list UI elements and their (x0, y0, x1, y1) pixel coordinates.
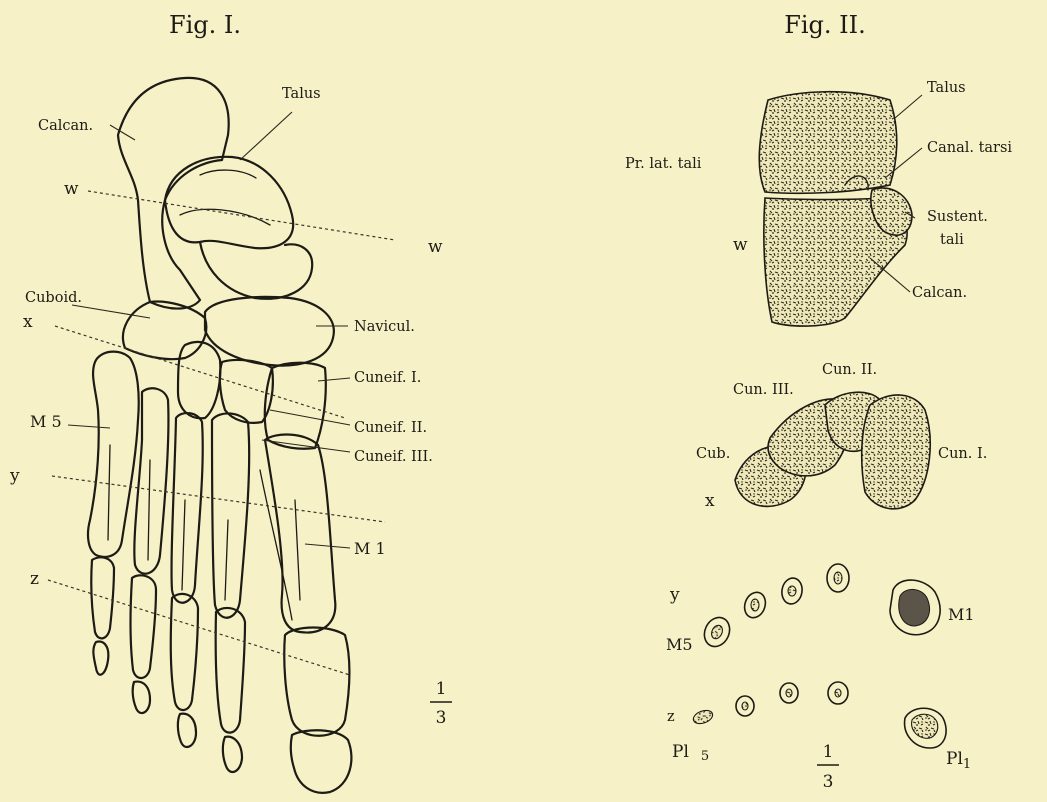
section-line-y (52, 476, 385, 522)
metatarsal-4 (134, 388, 168, 573)
label-canal-tarsi: Canal. tarsi (927, 140, 1012, 156)
label-navicul: Navicul. (354, 319, 415, 335)
section-y-metatarsals (700, 564, 940, 651)
cuneiform-3 (178, 342, 220, 418)
metatarsal-1 (265, 435, 335, 633)
label-cuneif-1: Cuneif. I. (354, 370, 421, 386)
fig2-scale: 1 3 (817, 742, 839, 792)
label-fig2-m5: M5 (666, 635, 693, 654)
label-pr-lat-tali: Pr. lat. tali (625, 156, 702, 172)
fig1-scale-denominator: 3 (436, 708, 447, 728)
label-cun-3: Cun. III. (733, 382, 794, 398)
label-fig2-z: z (667, 709, 675, 725)
label-fig2-y: y (669, 585, 680, 605)
label-fig2-x: x (705, 491, 715, 511)
label-cun-1: Cun. I. (938, 446, 987, 462)
section-x-tarsal-row (735, 392, 930, 509)
label-calcan: Calcan. (38, 118, 93, 134)
navicular-bone (205, 297, 334, 366)
cuneiform-1-section (862, 395, 930, 509)
metatarsal-3 (172, 413, 203, 603)
phalanx-2 (216, 608, 245, 772)
label-y: y (9, 466, 20, 486)
label-cuneif-2: Cuneif. II. (354, 420, 427, 436)
label-m1: M 1 (354, 539, 386, 558)
fig1-title: Fig. I. (169, 11, 241, 39)
label-fig2-talus: Talus (927, 80, 966, 96)
phalanx-4 (131, 575, 156, 713)
fig2-title: Fig. II. (784, 11, 866, 39)
label-fig2-w: w (733, 235, 748, 255)
talus-head (200, 242, 312, 299)
foot-skeleton-drawing (88, 78, 351, 793)
section-w-talus-calcaneus (759, 92, 912, 326)
metatarsal-5 (88, 352, 139, 557)
fig1-scale: 1 3 (430, 679, 452, 728)
label-fig2-m1: M1 (948, 605, 975, 624)
label-z: z (30, 569, 39, 589)
fig1-scale-numerator: 1 (436, 679, 447, 699)
label-w-left: w (64, 179, 79, 199)
label-tali: tali (940, 232, 964, 248)
calcaneus-bone (118, 78, 229, 309)
talus-section (759, 92, 897, 194)
label-cuboid: Cuboid. (25, 290, 82, 306)
phalanx-3 (171, 594, 198, 747)
section-line-x (55, 326, 345, 418)
label-pl1: Pl1 (946, 749, 971, 772)
label-w-right: w (428, 237, 443, 257)
fig1: Fig. I. (9, 11, 452, 793)
label-pl5-sub: 5 (701, 749, 709, 764)
metatarsal-2 (212, 413, 249, 617)
label-talus: Talus (282, 86, 321, 102)
fig2-scale-denominator: 3 (823, 772, 834, 792)
phalanx-5-section (692, 708, 715, 726)
fig2-scale-numerator: 1 (823, 742, 834, 762)
fig2: Fig. II. Talus Canal. tarsi Pr. lat. tal… (625, 11, 1012, 792)
phalanx-5 (91, 557, 114, 674)
section-z-phalanges (692, 682, 947, 748)
label-x: x (23, 312, 33, 332)
label-sustent: Sustent. (927, 209, 988, 225)
section-line-w (88, 191, 395, 240)
hallux (284, 628, 351, 793)
cuboid-bone (123, 302, 206, 360)
label-cub: Cub. (696, 446, 730, 462)
label-cun-2: Cun. II. (822, 362, 877, 378)
label-pl1-sub: 1 (963, 757, 971, 772)
label-fig2-calcan: Calcan. (912, 285, 967, 301)
label-m5: M 5 (30, 412, 62, 431)
label-cuneif-3: Cuneif. III. (354, 449, 433, 465)
